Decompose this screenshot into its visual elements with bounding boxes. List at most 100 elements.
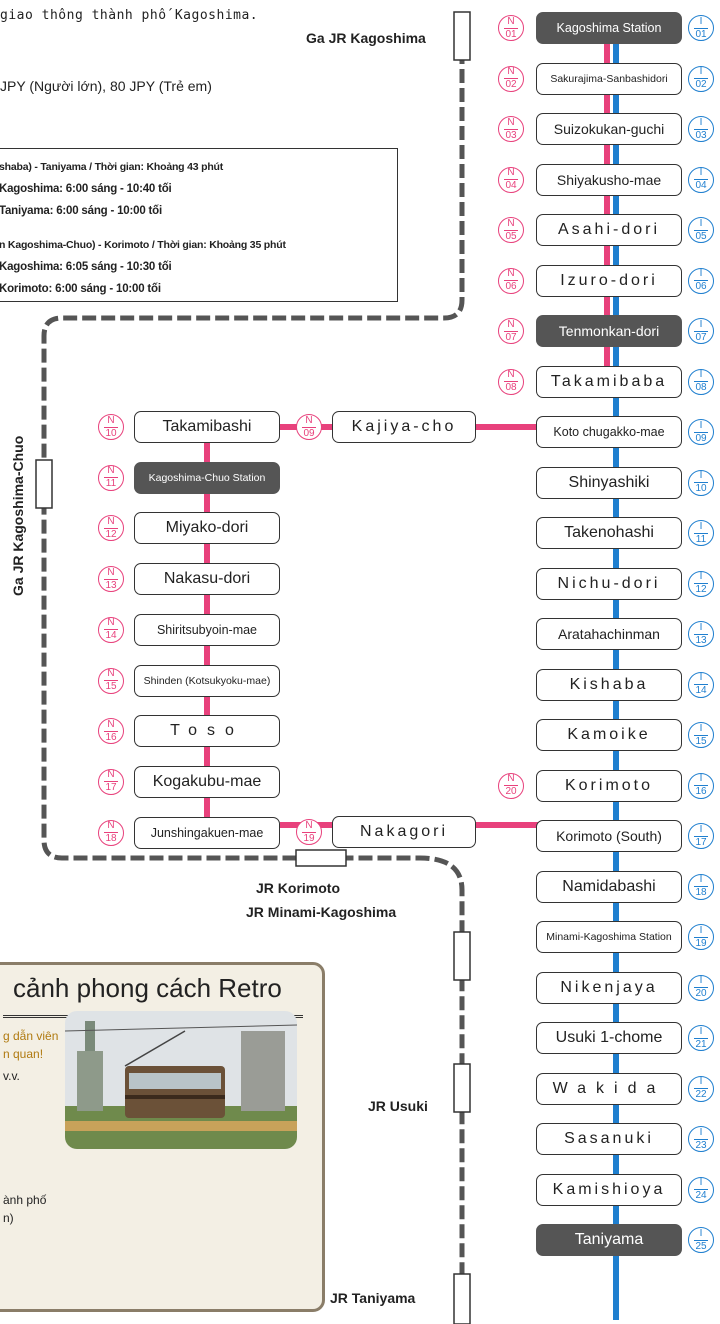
badge-number: 07 bbox=[505, 331, 517, 343]
retro-tram-photo bbox=[65, 1011, 297, 1149]
jr-label-kagoshima: Ga JR Kagoshima bbox=[306, 30, 426, 46]
badge-number: 05 bbox=[695, 230, 707, 242]
station-kogakubu-mae[interactable]: Kogakubu-mae bbox=[134, 765, 280, 798]
badge-line-letter: N bbox=[305, 819, 313, 831]
badge-number: 19 bbox=[695, 937, 707, 949]
station-nichu-dori[interactable]: Nichu-dori bbox=[536, 567, 682, 600]
badge-line-letter: N bbox=[507, 369, 515, 380]
badge-number: 16 bbox=[695, 786, 707, 797]
station-wakida[interactable]: Wakida bbox=[536, 1072, 682, 1105]
station-nikenjaya[interactable]: Nikenjaya bbox=[536, 971, 682, 1004]
badge-number: 13 bbox=[695, 634, 707, 646]
jr-label-taniyama: JR Taniyama bbox=[330, 1290, 416, 1306]
station-sasanuki[interactable]: Sasanuki bbox=[536, 1123, 682, 1155]
station-takenohashi[interactable]: Takenohashi bbox=[536, 517, 682, 549]
badge-divider bbox=[694, 886, 708, 887]
badge-number: 09 bbox=[695, 432, 707, 444]
station-miyako-dori[interactable]: Miyako-dori bbox=[134, 512, 280, 545]
badge-line-letter: I bbox=[699, 672, 703, 683]
station-aratahachinman[interactable]: Aratahachinman bbox=[536, 618, 682, 650]
station-taniyama[interactable]: Taniyama bbox=[536, 1224, 682, 1256]
station-kagoshima-station[interactable]: Kagoshima Station bbox=[536, 12, 682, 44]
badge-divider bbox=[694, 936, 708, 938]
badge-line-letter: I bbox=[699, 15, 703, 27]
route1-header: shaba) - Taniyama / Thời gian: Khoảng 43… bbox=[0, 161, 224, 173]
badge-divider bbox=[694, 229, 708, 231]
station-namidabashi[interactable]: Namidabashi bbox=[536, 870, 682, 903]
station-korimoto[interactable]: Korimoto bbox=[536, 769, 682, 802]
badge-number: 04 bbox=[505, 180, 517, 191]
station-kajiya-cho[interactable]: Kajiya-cho bbox=[332, 411, 476, 443]
badge-divider bbox=[104, 527, 118, 529]
station-nakagori[interactable]: Nakagori bbox=[332, 816, 476, 848]
badge-line-letter: N bbox=[507, 217, 515, 229]
badge-number: 02 bbox=[505, 79, 517, 90]
badge-number: 10 bbox=[105, 427, 117, 439]
station-usuki-1-chome[interactable]: Usuki 1-chome bbox=[536, 1022, 682, 1054]
station-shinyashiki[interactable]: Shinyashiki bbox=[536, 466, 682, 499]
badge-divider bbox=[694, 734, 708, 736]
jr-station-korimoto bbox=[295, 849, 347, 867]
badge-number: 15 bbox=[105, 681, 117, 692]
badge-number: 04 bbox=[695, 180, 707, 191]
station-shiyakusho-mae[interactable]: Shiyakusho-mae bbox=[536, 163, 682, 196]
station-koto-chugakko-mae[interactable]: Koto chugakko-mae bbox=[536, 416, 682, 448]
badge-divider bbox=[504, 179, 518, 180]
badge-number: 19 bbox=[303, 832, 315, 844]
station-takamibaba[interactable]: Takamibaba bbox=[536, 365, 682, 398]
badge-divider bbox=[694, 1138, 708, 1140]
badge-divider bbox=[504, 27, 518, 29]
station-korimoto-south[interactable]: Korimoto (South) bbox=[536, 820, 682, 852]
badge-number: 15 bbox=[695, 735, 707, 747]
badge-divider bbox=[694, 583, 708, 584]
badge-line-letter: I bbox=[699, 1126, 703, 1138]
station-izuro-dori[interactable]: Izuro-dori bbox=[536, 264, 682, 297]
route1-last: Taniyama: 6:00 sáng - 10:00 tối bbox=[0, 205, 162, 217]
badge-number: 16 bbox=[105, 731, 117, 743]
badge-number: 06 bbox=[505, 281, 517, 292]
badge-number: 23 bbox=[695, 1139, 707, 1151]
station-sakurajima-sanbashidori[interactable]: Sakurajima-Sanbashidori bbox=[536, 62, 682, 95]
station-kamishioya[interactable]: Kamishioya bbox=[536, 1173, 682, 1206]
badge-divider bbox=[694, 1088, 708, 1089]
station-shiritsubyoin-mae[interactable]: Shiritsubyoin-mae bbox=[134, 613, 280, 646]
station-toso[interactable]: Toso bbox=[134, 715, 280, 748]
station-kishaba[interactable]: Kishaba bbox=[536, 668, 682, 701]
station-shinden-kotsukyoku-mae[interactable]: Shinden (Kotsukyoku-mae) bbox=[134, 664, 280, 697]
station-asahi-dori[interactable]: Asahi-dori bbox=[536, 214, 682, 246]
station-kagoshima-chuo-station[interactable]: Kagoshima-Chuo Station bbox=[134, 461, 280, 494]
station-kamoike[interactable]: Kamoike bbox=[536, 719, 682, 751]
badge-number: 05 bbox=[505, 230, 517, 242]
badge-divider bbox=[694, 633, 708, 635]
station-tenmonkan-dori[interactable]: Tenmonkan-dori bbox=[536, 315, 682, 347]
badge-line-letter: I bbox=[699, 621, 703, 633]
badge-divider bbox=[694, 381, 708, 382]
badge-line-letter: I bbox=[699, 975, 703, 986]
badge-divider bbox=[104, 629, 118, 631]
badge-divider bbox=[694, 27, 708, 29]
badge-line-letter: I bbox=[699, 318, 703, 330]
station-takamibashi[interactable]: Takamibashi bbox=[134, 411, 280, 443]
badge-divider bbox=[104, 781, 118, 783]
station-junshingakuen-mae[interactable]: Junshingakuen-mae bbox=[134, 816, 280, 849]
badge-line-letter: I bbox=[699, 217, 703, 229]
badge-number: 10 bbox=[695, 483, 707, 494]
station-nakasu-dori[interactable]: Nakasu-dori bbox=[134, 563, 280, 596]
station-minami-kagoshima-station[interactable]: Minami-Kagoshima Station bbox=[536, 921, 682, 953]
badge-number: 12 bbox=[695, 584, 707, 595]
badge-line-letter: N bbox=[507, 268, 515, 279]
station-suizokukan-guchi[interactable]: Suizokukan-guchi bbox=[536, 113, 682, 145]
